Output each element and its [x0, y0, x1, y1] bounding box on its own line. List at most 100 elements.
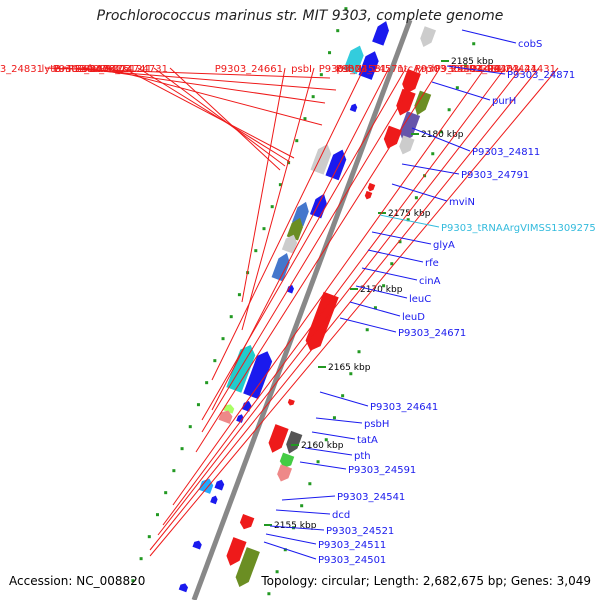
gene-label-left: P9303_24491: [415, 64, 483, 75]
gene-forward-9: [281, 234, 298, 254]
left-tick-dot: [390, 262, 394, 266]
left-tick-dot: [439, 130, 443, 134]
right-tick-dot: [155, 513, 159, 517]
gene-reverse-13: [279, 452, 295, 468]
gene-forward-13-shape: [226, 344, 256, 393]
gene-label-left: P9303_24441: [469, 64, 537, 75]
leader-line-right: [411, 127, 471, 152]
gene-forward-10-shape: [271, 253, 290, 282]
leader-line-right: [391, 183, 448, 202]
gene-reverse-10-shape: [287, 398, 295, 406]
gene-forward-11-shape: [286, 284, 294, 294]
gene-label-left: P9303_24661: [215, 64, 283, 75]
gene-forward-2-shape: [343, 45, 364, 75]
left-tick-dot: [283, 548, 287, 552]
gene-reverse-10: [287, 398, 295, 406]
gene-reverse-1-shape: [402, 68, 421, 94]
leader-line-left: [195, 67, 441, 453]
gene-reverse-3-shape: [396, 88, 416, 116]
gene-reverse-8: [364, 190, 373, 200]
gene-reverse-16: [226, 537, 247, 566]
leader-line-right: [401, 163, 460, 175]
leader-line-left: [149, 67, 540, 551]
gene-reverse-2-shape: [414, 90, 432, 116]
accession-text: Accession: NC_008820: [9, 574, 146, 588]
leader-line-right: [319, 391, 369, 407]
genome-backbone: [191, 19, 413, 600]
gene-reverse-9: [305, 291, 339, 351]
left-tick-dot: [431, 152, 435, 156]
gene-label-left: P9303_24461: [451, 64, 519, 75]
gene-forward-20-shape: [210, 495, 218, 505]
right-tick-dot: [303, 117, 307, 121]
gene-reverse-5: [383, 125, 402, 149]
gene-reverse-7: [367, 182, 376, 192]
left-tick-dot: [373, 306, 377, 310]
right-tick-dot: [328, 51, 332, 55]
leader-line-left: [201, 67, 423, 433]
leader-line-right: [379, 214, 440, 228]
leader-line-right: [304, 447, 353, 456]
leader-line-right: [311, 431, 356, 440]
gene-label-right: P9303_24791: [461, 170, 529, 181]
right-tick-dot: [188, 425, 192, 429]
leader-line-right: [355, 285, 408, 299]
left-tick-dot: [472, 42, 476, 46]
gene-label-right: P9303_24501: [318, 555, 386, 566]
leader-line-right: [361, 267, 418, 281]
gene-reverse-7-shape: [367, 182, 376, 192]
right-tick-dot: [319, 73, 323, 77]
leader-line-right: [431, 81, 491, 101]
gene-label-right: glyA: [433, 240, 455, 251]
gene-label-left: psbN: [337, 64, 362, 75]
gene-forward-14-shape: [241, 401, 252, 412]
kbp-label: 2170 kbp: [360, 285, 403, 295]
kbp-label: 2160 kbp: [301, 441, 344, 451]
gene-label-right: P9303_24671: [398, 328, 466, 339]
leader-line-right: [339, 317, 397, 333]
gene-forward-0: [372, 21, 389, 46]
gene-label-left: P9303_24751: [68, 64, 136, 75]
gene-forward-14: [241, 401, 252, 412]
leader-line-right: [371, 231, 432, 245]
leader-line-right: [269, 525, 325, 531]
kbp-label: 2165 kbp: [328, 363, 371, 373]
gene-forward-1: [358, 51, 379, 80]
gene-label-left: lytB: [42, 64, 62, 75]
leader-line-left: [122, 67, 295, 159]
leader-line-right: [275, 509, 331, 515]
kbp-label: 2180 kbp: [421, 130, 464, 140]
gene-forward-18: [214, 479, 225, 491]
gene-reverse-14: [277, 464, 293, 482]
left-tick-dot: [398, 240, 402, 244]
left-tick-dot: [324, 438, 328, 442]
right-tick-dot: [270, 205, 274, 209]
right-tick-dot: [229, 315, 233, 319]
leader-line-right: [446, 65, 506, 75]
gene-forward-12-shape: [243, 351, 273, 400]
gene-label-left: psbI: [291, 64, 312, 75]
gene-reverse-4: [399, 111, 421, 142]
gene-label-left: amtB: [55, 64, 82, 75]
gene-forward-17: [218, 410, 233, 424]
gene-forward-20: [210, 495, 218, 505]
gene-label-right: P9303_24521: [326, 526, 394, 537]
gene-label-right: leuC: [409, 294, 431, 305]
gene-reverse-14-shape: [277, 464, 293, 482]
gene-forward-0-shape: [372, 21, 389, 46]
gene-forward-2: [343, 45, 364, 75]
left-tick-dot: [464, 64, 468, 68]
gene-forward-21-shape: [192, 540, 202, 550]
gene-label-left: P9303_24741: [84, 64, 152, 75]
leader-line-right: [367, 249, 424, 263]
gene-reverse-2: [414, 90, 432, 116]
left-tick-dot: [357, 350, 361, 354]
gene-reverse-11-shape: [268, 424, 289, 453]
left-tick-dot: [308, 482, 312, 486]
gene-label-left: P9303_24431: [488, 64, 556, 75]
gene-forward-15-shape: [223, 404, 235, 414]
gene-forward-17-shape: [218, 410, 233, 424]
right-tick-dot: [180, 447, 184, 451]
